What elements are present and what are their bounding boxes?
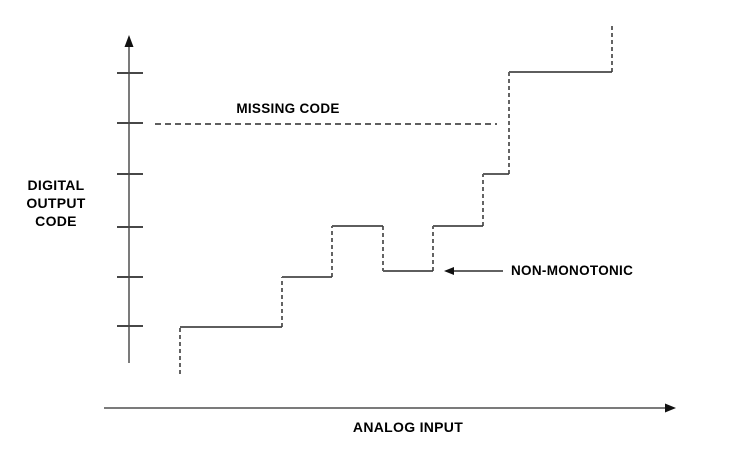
missing-code-annotation: MISSING CODE [236,101,340,116]
non-monotonic-arrowhead-icon [444,267,454,275]
x-axis-label: ANALOG INPUT [352,419,464,435]
y-axis-arrowhead-icon [124,35,134,47]
y-axis-label-line1: DIGITAL [27,177,85,193]
non-monotonic-annotation: NON-MONOTONIC [511,263,634,278]
x-axis-arrowhead-icon [665,403,676,413]
y-axis-label-line2: OUTPUT [26,195,86,211]
y-axis-label-line3: CODE [35,213,77,229]
y-axis-label: DIGITAL OUTPUT CODE [10,176,102,230]
